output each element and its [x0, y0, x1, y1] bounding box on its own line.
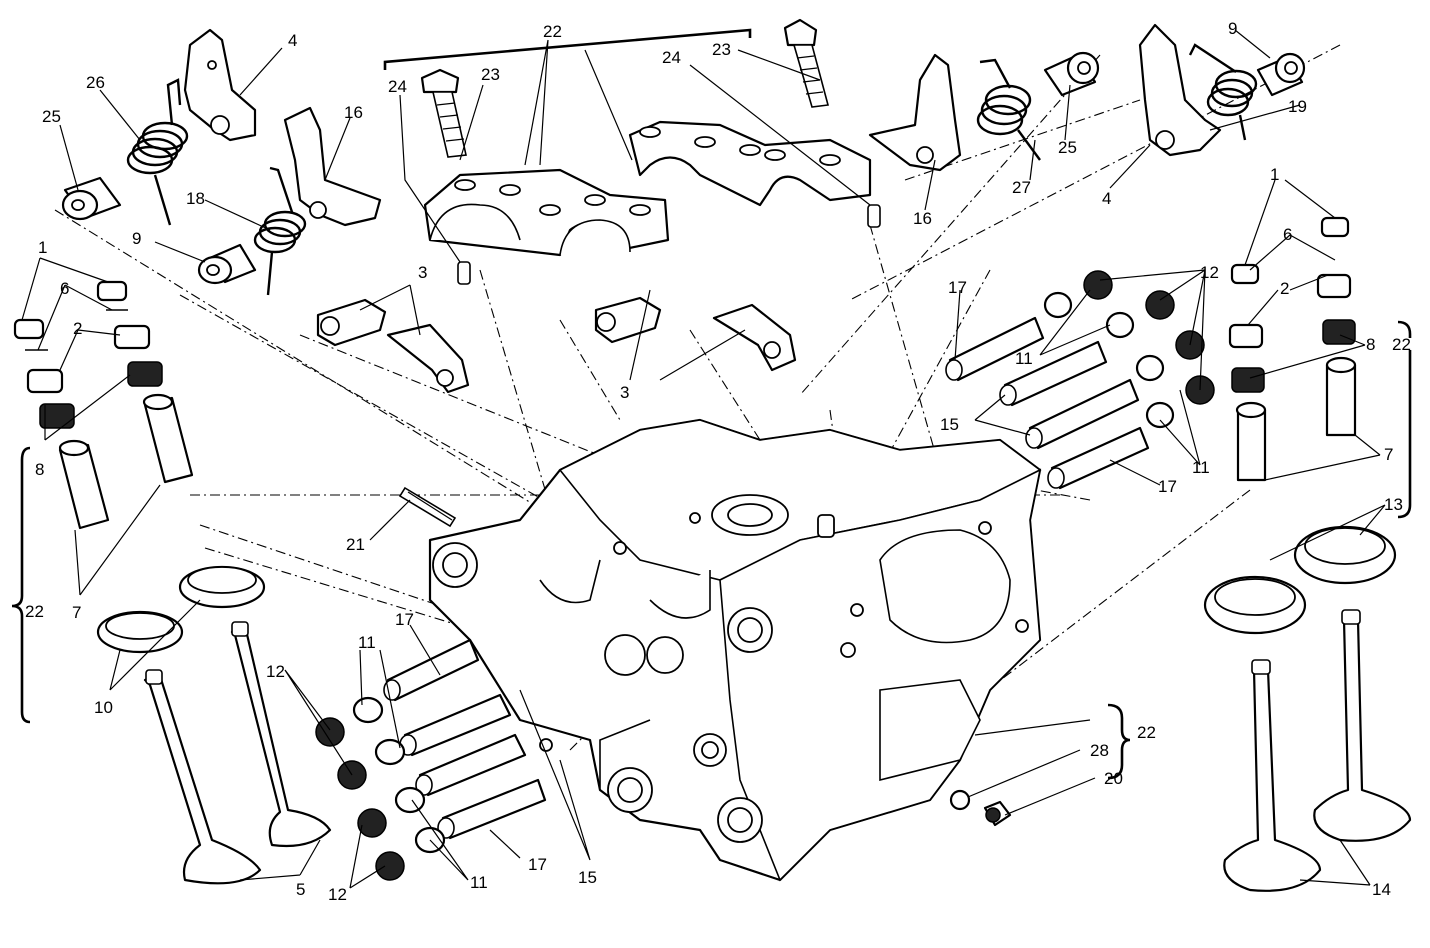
callout-2-right: 2	[1280, 279, 1289, 298]
valve-seat-left	[96, 565, 266, 654]
callout-22-left: 22	[25, 602, 44, 621]
valve-right-1	[1223, 659, 1322, 892]
rocker-arm-1	[316, 298, 387, 347]
callout-17-left-top: 17	[395, 610, 414, 629]
callout-12-right: 12	[1200, 263, 1219, 282]
callout-4-right: 4	[1102, 189, 1111, 208]
spring-26	[126, 78, 189, 226]
callout-17-right-bottom: 17	[1158, 477, 1177, 496]
callout-1-left: 1	[38, 238, 47, 257]
callout-22-right: 22	[1392, 335, 1411, 354]
callout-27: 27	[1012, 178, 1031, 197]
follower-16-left	[283, 106, 382, 227]
callout-9-left: 9	[132, 229, 141, 248]
cylinder-head	[428, 418, 1042, 882]
cap-bolt-left	[420, 68, 467, 158]
plugs-right	[1043, 270, 1215, 429]
spark-plug-tubes-right	[945, 316, 1150, 490]
dowel-pin-right	[867, 204, 881, 228]
callout-11-right-bottom: 11	[1192, 458, 1210, 477]
callout-28: 28	[1090, 741, 1109, 760]
spring-19	[1188, 43, 1258, 141]
callout-16-left: 16	[344, 103, 363, 122]
callout-7-left: 7	[72, 603, 81, 622]
rocker-arm-4	[712, 303, 797, 372]
callout-14: 14	[1372, 880, 1391, 899]
group-brackets	[11, 28, 1412, 780]
callout-11-right-top: 11	[1015, 349, 1033, 368]
callout-numbers: 22 23 24 23 24 4 26 25 16 18 9 3 3 1 6 2…	[25, 19, 1411, 904]
follower-16-right	[868, 53, 962, 172]
valve-left-1	[143, 669, 262, 885]
callout-11-left-bottom: 11	[470, 873, 488, 892]
valve-collets-left	[13, 280, 163, 429]
leader-lines	[21, 29, 1386, 889]
callout-26: 26	[86, 73, 105, 92]
callout-25-right: 25	[1058, 138, 1077, 157]
spring-27	[976, 58, 1041, 161]
valve-guide-left-2	[142, 393, 194, 484]
callout-12-left-bottom: 12	[328, 885, 347, 904]
follower-4-right	[1138, 23, 1222, 157]
plugs-left	[315, 696, 446, 881]
stud-bolt	[398, 486, 457, 528]
callout-2-left: 2	[73, 319, 82, 338]
callout-8-left: 8	[35, 460, 44, 479]
valve-guide-right-1	[1235, 401, 1267, 482]
shim-25-left	[61, 176, 122, 221]
shim-9-right	[1256, 52, 1306, 97]
callout-7-right: 7	[1384, 445, 1393, 464]
callout-9-right: 9	[1228, 19, 1237, 38]
callout-19: 19	[1288, 97, 1307, 116]
callout-11-left-top: 11	[358, 633, 376, 652]
callout-10: 10	[94, 698, 113, 717]
callout-24-left: 24	[388, 77, 407, 96]
shim-25-right	[1043, 51, 1100, 97]
camshaft-cap-left	[423, 168, 670, 257]
callout-5: 5	[296, 880, 305, 899]
valve-guide-left-1	[58, 439, 110, 530]
callout-8-right: 8	[1366, 335, 1375, 354]
callout-22-top: 22	[543, 22, 562, 41]
callout-1-right: 1	[1270, 165, 1279, 184]
callout-12-left-top: 12	[266, 662, 285, 681]
callout-6-right: 6	[1283, 225, 1292, 244]
spark-plug-tubes-left	[383, 638, 547, 840]
callout-25-left: 25	[42, 107, 61, 126]
callout-3-mid: 3	[620, 383, 629, 402]
callout-23-right: 23	[712, 40, 731, 59]
callout-21: 21	[346, 535, 365, 554]
rocker-arm-2	[386, 323, 470, 394]
camshaft-cap-right	[628, 120, 872, 207]
callout-17-left-bottom: 17	[528, 855, 547, 874]
screw-washer	[949, 789, 1012, 827]
callout-6-left: 6	[60, 279, 69, 298]
callout-15-right: 15	[940, 415, 959, 434]
callout-18: 18	[186, 189, 205, 208]
callout-20: 20	[1104, 769, 1123, 788]
cap-bolt-right	[783, 18, 830, 108]
callout-17-right-top: 17	[948, 278, 967, 297]
dowel-pin-left	[457, 261, 471, 285]
callout-15-left: 15	[578, 868, 597, 887]
rocker-arm-3	[594, 296, 662, 344]
callout-23-left: 23	[481, 65, 500, 84]
spring-18	[253, 166, 307, 296]
callout-16-right: 16	[913, 209, 932, 228]
callout-3-top: 3	[418, 263, 427, 282]
callout-4-left: 4	[288, 31, 297, 50]
shim-9-left	[197, 243, 257, 285]
valve-right-2	[1313, 609, 1412, 842]
callout-22-bottom: 22	[1137, 723, 1156, 742]
callout-13: 13	[1384, 495, 1403, 514]
valve-left-2	[230, 621, 332, 848]
valve-seat-right	[1203, 525, 1397, 635]
follower-4-left	[183, 28, 257, 142]
valve-guide-right-2	[1325, 356, 1357, 437]
callout-24-right: 24	[662, 48, 681, 67]
